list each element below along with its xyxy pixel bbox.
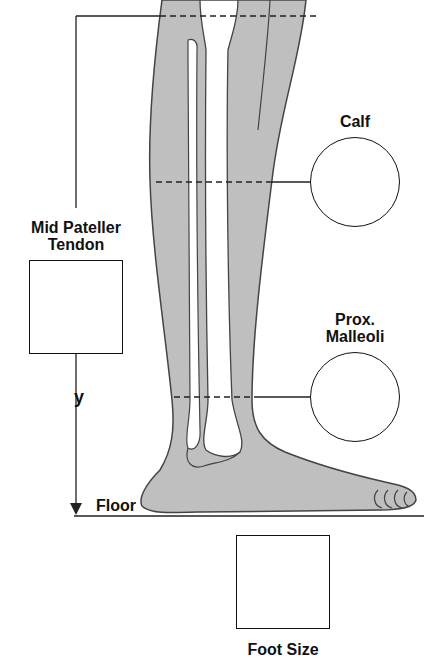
measure-label: Mid Pateller Tendon [16, 219, 136, 254]
toe-lines [375, 490, 410, 508]
tibia-bone [200, 0, 242, 456]
ankle-bone [187, 448, 240, 467]
patellar-tendon-box: Mid Pateller Tendon [16, 219, 136, 354]
measure-box [236, 535, 330, 629]
cut-text: y [74, 388, 84, 408]
calf-circle: Calf [310, 113, 400, 227]
malleoli-circle: Prox. Malleoli [310, 311, 400, 442]
floor-label: Floor [96, 497, 136, 515]
measure-label: Foot Size [247, 641, 318, 659]
leg-outline [141, 0, 416, 513]
measure-circle [310, 352, 400, 442]
patellar-tendon [258, 0, 270, 130]
measure-label: Prox. Malleoli [315, 311, 395, 346]
foot-size-box: Foot Size [236, 535, 330, 659]
fibula-bone [187, 39, 200, 449]
measure-label: Calf [340, 113, 370, 131]
measure-circle [310, 137, 400, 227]
arrow-head [70, 503, 82, 515]
floor-line [74, 515, 424, 517]
measure-box [29, 260, 123, 354]
